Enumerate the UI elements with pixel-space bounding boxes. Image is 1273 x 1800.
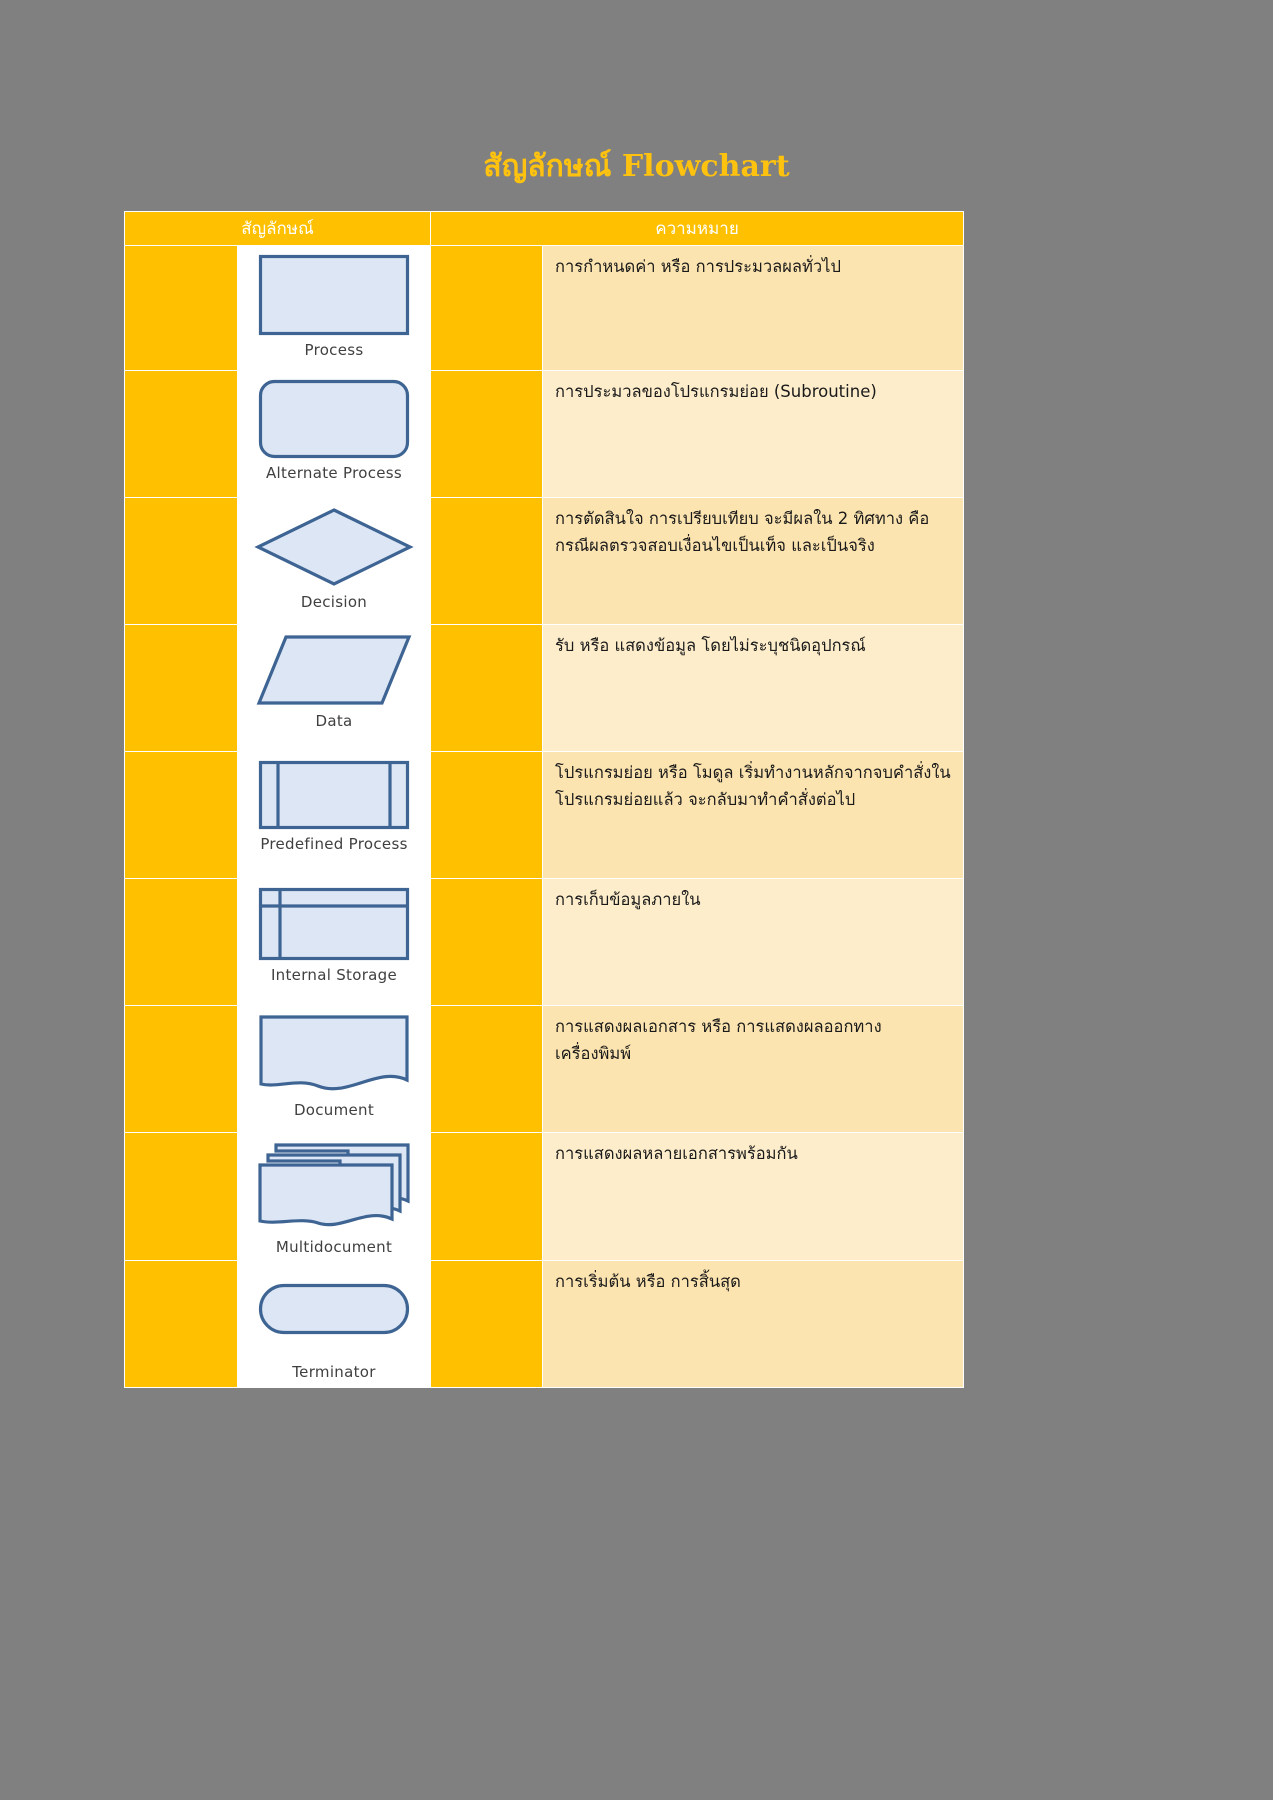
table-row: Decision การตัดสินใจ การเปรียบเทียบ จะมี… [124,497,964,625]
shape-cell-terminator: Terminator [237,1260,431,1388]
header-symbol-cell: สัญลักษณ์ [124,211,431,246]
alternate-process-icon [258,379,410,459]
terminator-icon [258,1283,410,1335]
accent-cell-left [124,1132,238,1261]
shape-label: Alternate Process [265,464,403,482]
shape-cell-process: Process [237,245,431,371]
flowchart-symbol-table: สัญลักษณ์ ความหมาย Process การกำหนดค [124,211,964,1388]
accent-cell-left [124,497,238,625]
meaning-cell: การกำหนดค่า หรือ การประมวลผลทั่วไป [542,245,964,371]
meaning-cell: โปรแกรมย่อย หรือ โมดูล เริ่มทำงานหลักจาก… [542,751,964,879]
accent-cell-right [430,751,543,879]
shape-cell-alternate-process: Alternate Process [237,370,431,498]
table-row: Predefined Process โปรแกรมย่อย หรือ โมดู… [124,751,964,879]
meaning-cell: การประมวลของโปรแกรมย่อย (Subroutine) [542,370,964,498]
accent-cell-right [430,1005,543,1133]
accent-cell-left [124,1005,238,1133]
shape-cell-document: Document [237,1005,431,1133]
table-header-row: สัญลักษณ์ ความหมาย [124,211,964,246]
accent-cell-left [124,878,238,1006]
multidocument-icon [258,1143,410,1227]
accent-cell-right [430,624,543,752]
accent-cell-left [124,370,238,498]
accent-cell-left [124,245,238,371]
meaning-cell: การเก็บข้อมูลภายใน [542,878,964,1006]
shape-label: Predefined Process [260,835,408,853]
shape-label: Document [293,1101,375,1119]
shape-label: Data [315,712,353,730]
meaning-cell: การแสดงผลหลายเอกสารพร้อมกัน [542,1132,964,1261]
internal-storage-icon [258,887,410,961]
page-title: สัญลักษณ์ Flowchart [483,149,790,184]
accent-cell-left [124,1260,238,1388]
shape-label: Terminator [292,1363,376,1381]
table-row: Multidocument การแสดงผลหลายเอกสารพร้อมกั… [124,1132,964,1261]
accent-cell-right [430,370,543,498]
shape-cell-internal-storage: Internal Storage [237,878,431,1006]
table-row: Internal Storage การเก็บข้อมูลภายใน [124,878,964,1006]
shape-cell-multidocument: Multidocument [237,1132,431,1261]
decision-icon [254,508,414,586]
table-row: Data รับ หรือ แสดงข้อมูล โดยไม่ระบุชนิดอ… [124,624,964,752]
accent-cell-right [430,1132,543,1261]
table-row: Process การกำหนดค่า หรือ การประมวลผลทั่ว… [124,245,964,371]
accent-cell-right [430,245,543,371]
accent-cell-right [430,1260,543,1388]
accent-cell-right [430,497,543,625]
shape-label: Internal Storage [270,966,398,984]
shape-label: Multidocument [275,1238,393,1256]
table-row: Document การแสดงผลเอกสาร หรือ การแสดงผลอ… [124,1005,964,1133]
meaning-cell: รับ หรือ แสดงข้อมูล โดยไม่ระบุชนิดอุปกรณ… [542,624,964,752]
table-row: Alternate Process การประมวลของโปรแกรมย่อ… [124,370,964,498]
header-meaning-cell: ความหมาย [430,211,964,246]
meaning-cell: การตัดสินใจ การเปรียบเทียบ จะมีผลใน 2 ทิ… [542,497,964,625]
shape-cell-decision: Decision [237,497,431,625]
process-icon [258,254,410,336]
meaning-cell: การเริ่มต้น หรือ การสิ้นสุด [542,1260,964,1388]
predefined-process-icon [258,760,410,830]
shape-cell-predefined-process: Predefined Process [237,751,431,879]
table-row: Terminator การเริ่มต้น หรือ การสิ้นสุด [124,1260,964,1388]
document-icon [259,1015,409,1091]
meaning-cell: การแสดงผลเอกสาร หรือ การแสดงผลออกทางเครื… [542,1005,964,1133]
shape-cell-data: Data [237,624,431,752]
accent-cell-left [124,751,238,879]
data-icon [256,635,412,705]
accent-cell-left [124,624,238,752]
shape-label: Process [304,341,364,359]
shape-label: Decision [300,593,368,611]
accent-cell-right [430,878,543,1006]
